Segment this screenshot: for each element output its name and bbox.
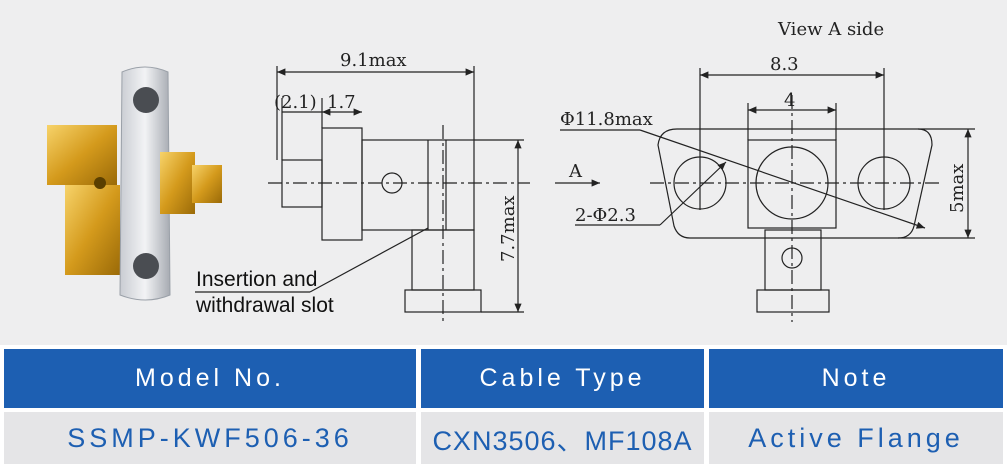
lower-cap-front (756, 289, 830, 313)
dim-height-7-7: 7.7max (498, 195, 519, 262)
value-model-no: SSMP-KWF506-36 (4, 412, 416, 464)
spec-table: Model No. Cable Type Note SSMP-KWF506-36… (0, 349, 1007, 466)
gold-body (47, 125, 117, 185)
technical-drawing-panel: 9.1max (2.1) 1.7 7.7max Insertion and wi… (0, 0, 1007, 345)
flange-top-hole (133, 87, 159, 113)
connector-photo (47, 66, 222, 301)
dim-height-5: 5max (947, 164, 968, 213)
view-a-side-label: View A side (777, 19, 884, 40)
body-profile (361, 139, 475, 231)
slot-label-line1: Insertion and (196, 268, 317, 291)
dim-flange-4: 4 (784, 90, 795, 111)
dim-flange-8-3: 8.3 (770, 54, 799, 75)
dim-ref-2-1: (2.1) (274, 92, 317, 113)
flange-profile (321, 127, 363, 241)
dim-holes: 2-Φ2.3 (575, 205, 636, 226)
gold-lower-body (65, 185, 120, 275)
gold-pin-tip (192, 165, 222, 203)
header-model-no: Model No. (4, 349, 416, 408)
front-view (555, 68, 975, 322)
header-cable-type: Cable Type (421, 349, 704, 408)
value-cable-type: CXN3506、MF108A (421, 412, 704, 464)
view-a-arrow-label: A (568, 161, 583, 182)
dim-diameter-11-8: Φ11.8max (560, 109, 653, 130)
header-note: Note (709, 349, 1003, 408)
side-view (195, 66, 530, 322)
lower-tube-front (764, 229, 822, 291)
gold-body-hole (94, 177, 106, 189)
value-note: Active Flange (709, 412, 1003, 464)
flange-bottom-hole (133, 253, 159, 279)
gold-pin-base (160, 152, 195, 214)
dim-overall-length: 9.1max (340, 50, 407, 71)
silver-flange (119, 66, 171, 301)
dim-1-7: 1.7 (327, 92, 356, 113)
drawing-svg: 9.1max (2.1) 1.7 7.7max Insertion and wi… (47, 19, 975, 322)
slot-label-line2: withdrawal slot (195, 294, 334, 317)
